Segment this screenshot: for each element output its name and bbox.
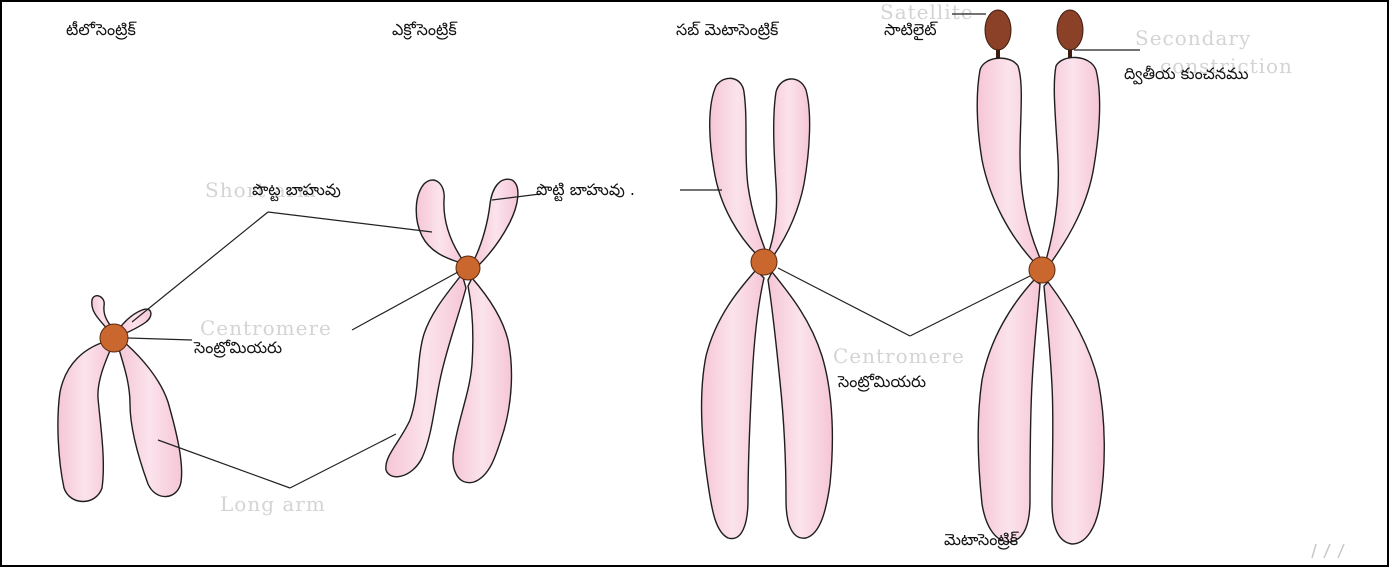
metacentric-chromosome <box>977 10 1104 544</box>
submetacentric-short-arm-left <box>710 78 766 256</box>
submetacentric-long-arm-left <box>702 270 764 539</box>
leader-long-arm-to-acrocentric <box>290 434 396 488</box>
secondary-constriction-label: ద్వితీయ కుంచనము <box>1124 64 1249 87</box>
type-submetacentric: సబ్ మెటాసెంట్రిక్ <box>676 20 778 43</box>
metacentric-long-arm-right <box>1044 282 1104 544</box>
short-arm-label-right: పొట్టి బాహువు . <box>536 180 635 203</box>
acrocentric-short-arm-left <box>416 180 464 262</box>
metacentric-short-arm-right <box>1046 57 1100 264</box>
type-telocentric: టీలోసెంట్రిక్ <box>66 20 136 43</box>
telocentric-long-arm-right <box>118 342 182 497</box>
submetacentric-chromosome <box>702 78 833 538</box>
metacentric-short-arm-left <box>977 58 1040 262</box>
metacentric-satellite-right <box>1057 10 1083 50</box>
short-arm-label-left: పొట్ట బాహువు <box>252 180 341 203</box>
centromere-label-right: సెంట్రోమియరు <box>838 372 926 395</box>
acrocentric-chromosome <box>386 179 518 482</box>
centromere-label-left: సెంట్రోమియరు <box>194 338 282 361</box>
metacentric-satellite-left <box>985 10 1011 50</box>
telocentric-long-arm-left <box>58 342 112 502</box>
submetacentric-long-arm-right <box>768 272 832 538</box>
leader-centromere-to-telocentric <box>128 338 192 340</box>
metacentric-long-arm-left <box>978 280 1040 542</box>
submetacentric-centromere <box>751 249 777 275</box>
submetacentric-short-arm-right <box>768 79 810 258</box>
watermark <box>1312 544 1344 558</box>
satellite-label: సాటిలైట్ <box>884 20 937 43</box>
metacentric-centromere <box>1029 257 1055 283</box>
acrocentric-short-arm-right <box>474 179 518 266</box>
leader-short-arm-to-acrocentric <box>268 212 432 232</box>
telocentric-centromere <box>100 324 128 352</box>
acrocentric-long-arm-right <box>453 278 512 483</box>
telocentric-chromosome <box>58 296 182 502</box>
type-metacentric: మెటాసెంట్రిక్ <box>944 530 1018 553</box>
leader-short-arm-to-telocentric <box>132 212 268 322</box>
acrocentric-centromere <box>456 256 480 280</box>
type-acrocentric: ఎక్రోసెంట్రిక్ <box>392 20 457 43</box>
